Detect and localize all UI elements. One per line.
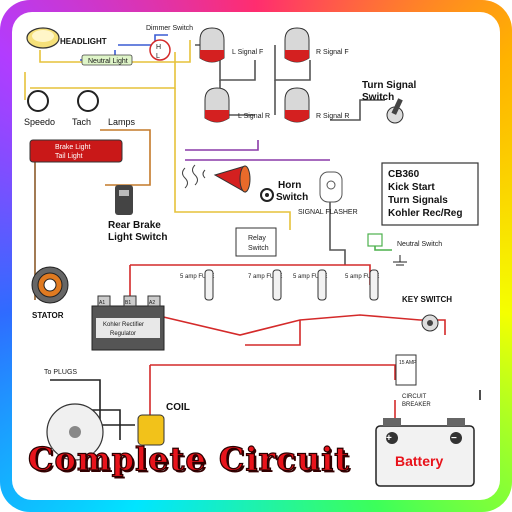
wire-coil-black bbox=[80, 409, 121, 440]
l-signal-r: L Signal R bbox=[204, 87, 270, 123]
fuse-15-label: 15 AMP bbox=[399, 360, 417, 366]
info-line-4: Kohler Rec/Reg bbox=[388, 208, 462, 219]
turn-signal-switch-label-2: Switch bbox=[362, 92, 394, 103]
r-signal-f-label: R Signal F bbox=[316, 49, 349, 56]
circuit-breaker-label-1: CIRCUIT bbox=[402, 394, 427, 400]
svg-text:−: − bbox=[451, 433, 457, 444]
turn-signal-switch-label-1: Turn Signal bbox=[362, 80, 416, 91]
coil-label: COIL bbox=[166, 402, 190, 413]
svg-text:+: + bbox=[386, 433, 392, 444]
key-switch: KEY SWITCH bbox=[402, 295, 452, 332]
wire-purple-horn bbox=[185, 140, 259, 151]
terminal-a1-label: A1 bbox=[99, 300, 105, 306]
l-signal-f: L Signal F bbox=[199, 27, 263, 63]
horn-switch-label-2: Switch bbox=[276, 192, 308, 203]
horn-switch-label-1: Horn bbox=[278, 180, 301, 191]
fuse-4: 5 amp FUSE bbox=[345, 269, 379, 301]
relay-switch-label-2: Switch bbox=[248, 245, 269, 252]
battery: + − Battery bbox=[375, 418, 475, 487]
wire-red-mid bbox=[245, 320, 301, 346]
battery-label: Battery bbox=[395, 453, 443, 469]
circuit-breaker: 15 AMP CIRCUIT BREAKER bbox=[395, 354, 431, 408]
tach-label: Tach bbox=[72, 117, 91, 127]
coil: COIL bbox=[137, 402, 190, 446]
fuse-2: 7 amp FUSE bbox=[248, 269, 282, 301]
neutral-switch: Neutral Switch bbox=[367, 233, 442, 266]
fuse-4-label: 5 amp FUSE bbox=[345, 274, 379, 280]
stator: STATOR bbox=[31, 266, 69, 320]
dimmer-switch: Dimmer Switch H L bbox=[146, 25, 193, 61]
turn-signal-switch: Turn Signal Switch bbox=[362, 80, 416, 124]
relay-switch-label-1: Relay bbox=[248, 235, 266, 242]
gauges: Speedo Tach Lamps bbox=[24, 90, 136, 127]
stator-label: STATOR bbox=[32, 311, 64, 320]
regulator-label-1: Kohler Rectifier bbox=[103, 322, 144, 328]
rear-brake-label-1: Rear Brake bbox=[108, 220, 161, 231]
turn-signals: L Signal F R Signal F L Signal R R Signa… bbox=[199, 27, 349, 123]
info-line-3: Turn Signals bbox=[388, 195, 448, 206]
fuse-1-label: 5 amp FUSE bbox=[180, 274, 214, 280]
rectifier-regulator: A1 B1 A2 Kohler Rectifier Regulator bbox=[91, 295, 165, 351]
terminal-a2-label: A2 bbox=[149, 300, 155, 306]
horn-switch: Horn Switch bbox=[260, 180, 308, 203]
info-line-1: CB360 bbox=[388, 169, 420, 180]
brake-tail-light: Brake Light Tail Light bbox=[29, 139, 123, 163]
wire-flasher bbox=[329, 200, 346, 265]
caption-title: Complete Circuit bbox=[27, 439, 351, 478]
wire-signal-right bbox=[274, 45, 311, 81]
signal-flasher: SIGNAL FLASHER bbox=[298, 171, 358, 216]
fuse-1: 5 amp FUSE bbox=[180, 269, 214, 301]
signal-flasher-label: SIGNAL FLASHER bbox=[298, 209, 358, 216]
dimmer-h-label: H bbox=[156, 44, 161, 51]
info-line-2: Kick Start bbox=[388, 182, 435, 193]
key-switch-label: KEY SWITCH bbox=[402, 295, 452, 304]
relay-switch: Relay Switch bbox=[235, 227, 277, 257]
dimmer-l-label: L bbox=[156, 53, 160, 60]
headlight-label: HEADLIGHT bbox=[60, 37, 107, 46]
r-signal-f: R Signal F bbox=[284, 27, 349, 63]
l-signal-f-label: L Signal F bbox=[232, 49, 263, 56]
tail-light-label: Tail Light bbox=[55, 153, 83, 160]
rear-brake-label-2: Light Switch bbox=[108, 232, 167, 243]
fuse-3: 5 amp FUSE bbox=[293, 269, 327, 301]
horn bbox=[182, 164, 251, 193]
wire-red-breaker bbox=[150, 364, 396, 380]
r-signal-r: R Signal R bbox=[284, 87, 349, 123]
fuse-2-label: 7 amp FUSE bbox=[248, 274, 282, 280]
circuit-breaker-label-2: BREAKER bbox=[402, 402, 431, 408]
neutral-switch-label: Neutral Switch bbox=[397, 241, 442, 248]
fuse-3-label: 5 amp FUSE bbox=[293, 274, 327, 280]
fuses: 5 amp FUSE 7 amp FUSE 5 amp FUSE 5 amp F… bbox=[180, 269, 379, 301]
to-plugs-label: To PLUGS bbox=[44, 369, 77, 376]
neutral-light: Neutral Light bbox=[81, 54, 133, 66]
speedo-label: Speedo bbox=[24, 117, 55, 127]
headlight: HEADLIGHT bbox=[26, 27, 107, 49]
terminal-b1-label: B1 bbox=[125, 300, 131, 306]
wire-red-key bbox=[154, 314, 421, 336]
brake-light-label: Brake Light bbox=[55, 144, 90, 151]
wire-to-ts bbox=[330, 99, 385, 121]
regulator-label-2: Regulator bbox=[110, 331, 136, 337]
neutral-light-label: Neutral Light bbox=[88, 58, 128, 65]
dimmer-switch-label: Dimmer Switch bbox=[146, 25, 193, 32]
wire-brake-yellow bbox=[174, 88, 291, 230]
l-signal-r-label: L Signal R bbox=[238, 113, 270, 120]
to-plugs: To PLUGS bbox=[44, 369, 104, 461]
wire-to-plugs bbox=[50, 379, 135, 426]
wire-dimmer-blue bbox=[118, 34, 168, 46]
info-box: CB360 Kick Start Turn Signals Kohler Rec… bbox=[381, 162, 479, 226]
rear-brake-switch: Rear Brake Light Switch bbox=[108, 185, 167, 243]
r-signal-r-label: R Signal R bbox=[316, 113, 349, 120]
lamps-label: Lamps bbox=[108, 117, 136, 127]
